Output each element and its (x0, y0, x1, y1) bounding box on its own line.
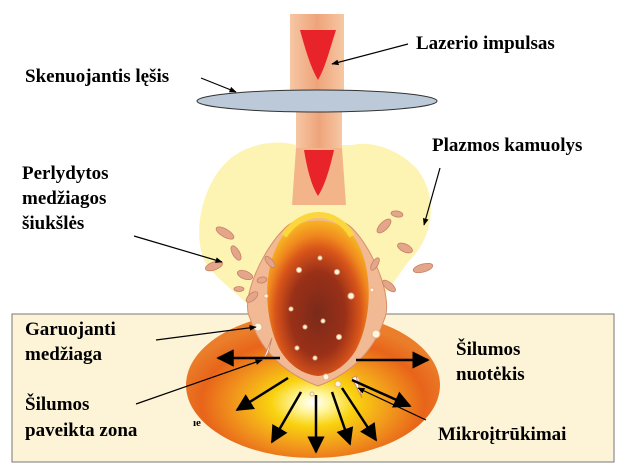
label-remelted-debris-2: medžiagos (22, 187, 106, 210)
label-stray-mark: ıe (193, 417, 201, 429)
label-remelted-debris-1: Perlydytos (22, 162, 109, 185)
label-scanning-lens: Skenuojantis lęšis (25, 65, 169, 88)
label-evaporating-material-1: Garuojanti (25, 318, 116, 341)
label-heat-affected-zone-2: paveikta zona (25, 419, 137, 442)
label-remelted-debris-3: šiukšlės (22, 212, 84, 235)
label-heat-flow-2: nuotėkis (456, 363, 525, 386)
label-heat-flow-1: Šilumos (456, 338, 520, 361)
label-microcracks: Mikroįtrūkimai (438, 423, 566, 446)
scanning-lens (197, 90, 437, 112)
label-plasma-ball: Plazmos kamuolys (432, 134, 582, 157)
label-evaporating-material-2: medžiaga (25, 343, 102, 366)
label-heat-affected-zone-1: Šilumos (25, 393, 89, 416)
label-laser-pulse: Lazerio impulsas (416, 32, 555, 55)
